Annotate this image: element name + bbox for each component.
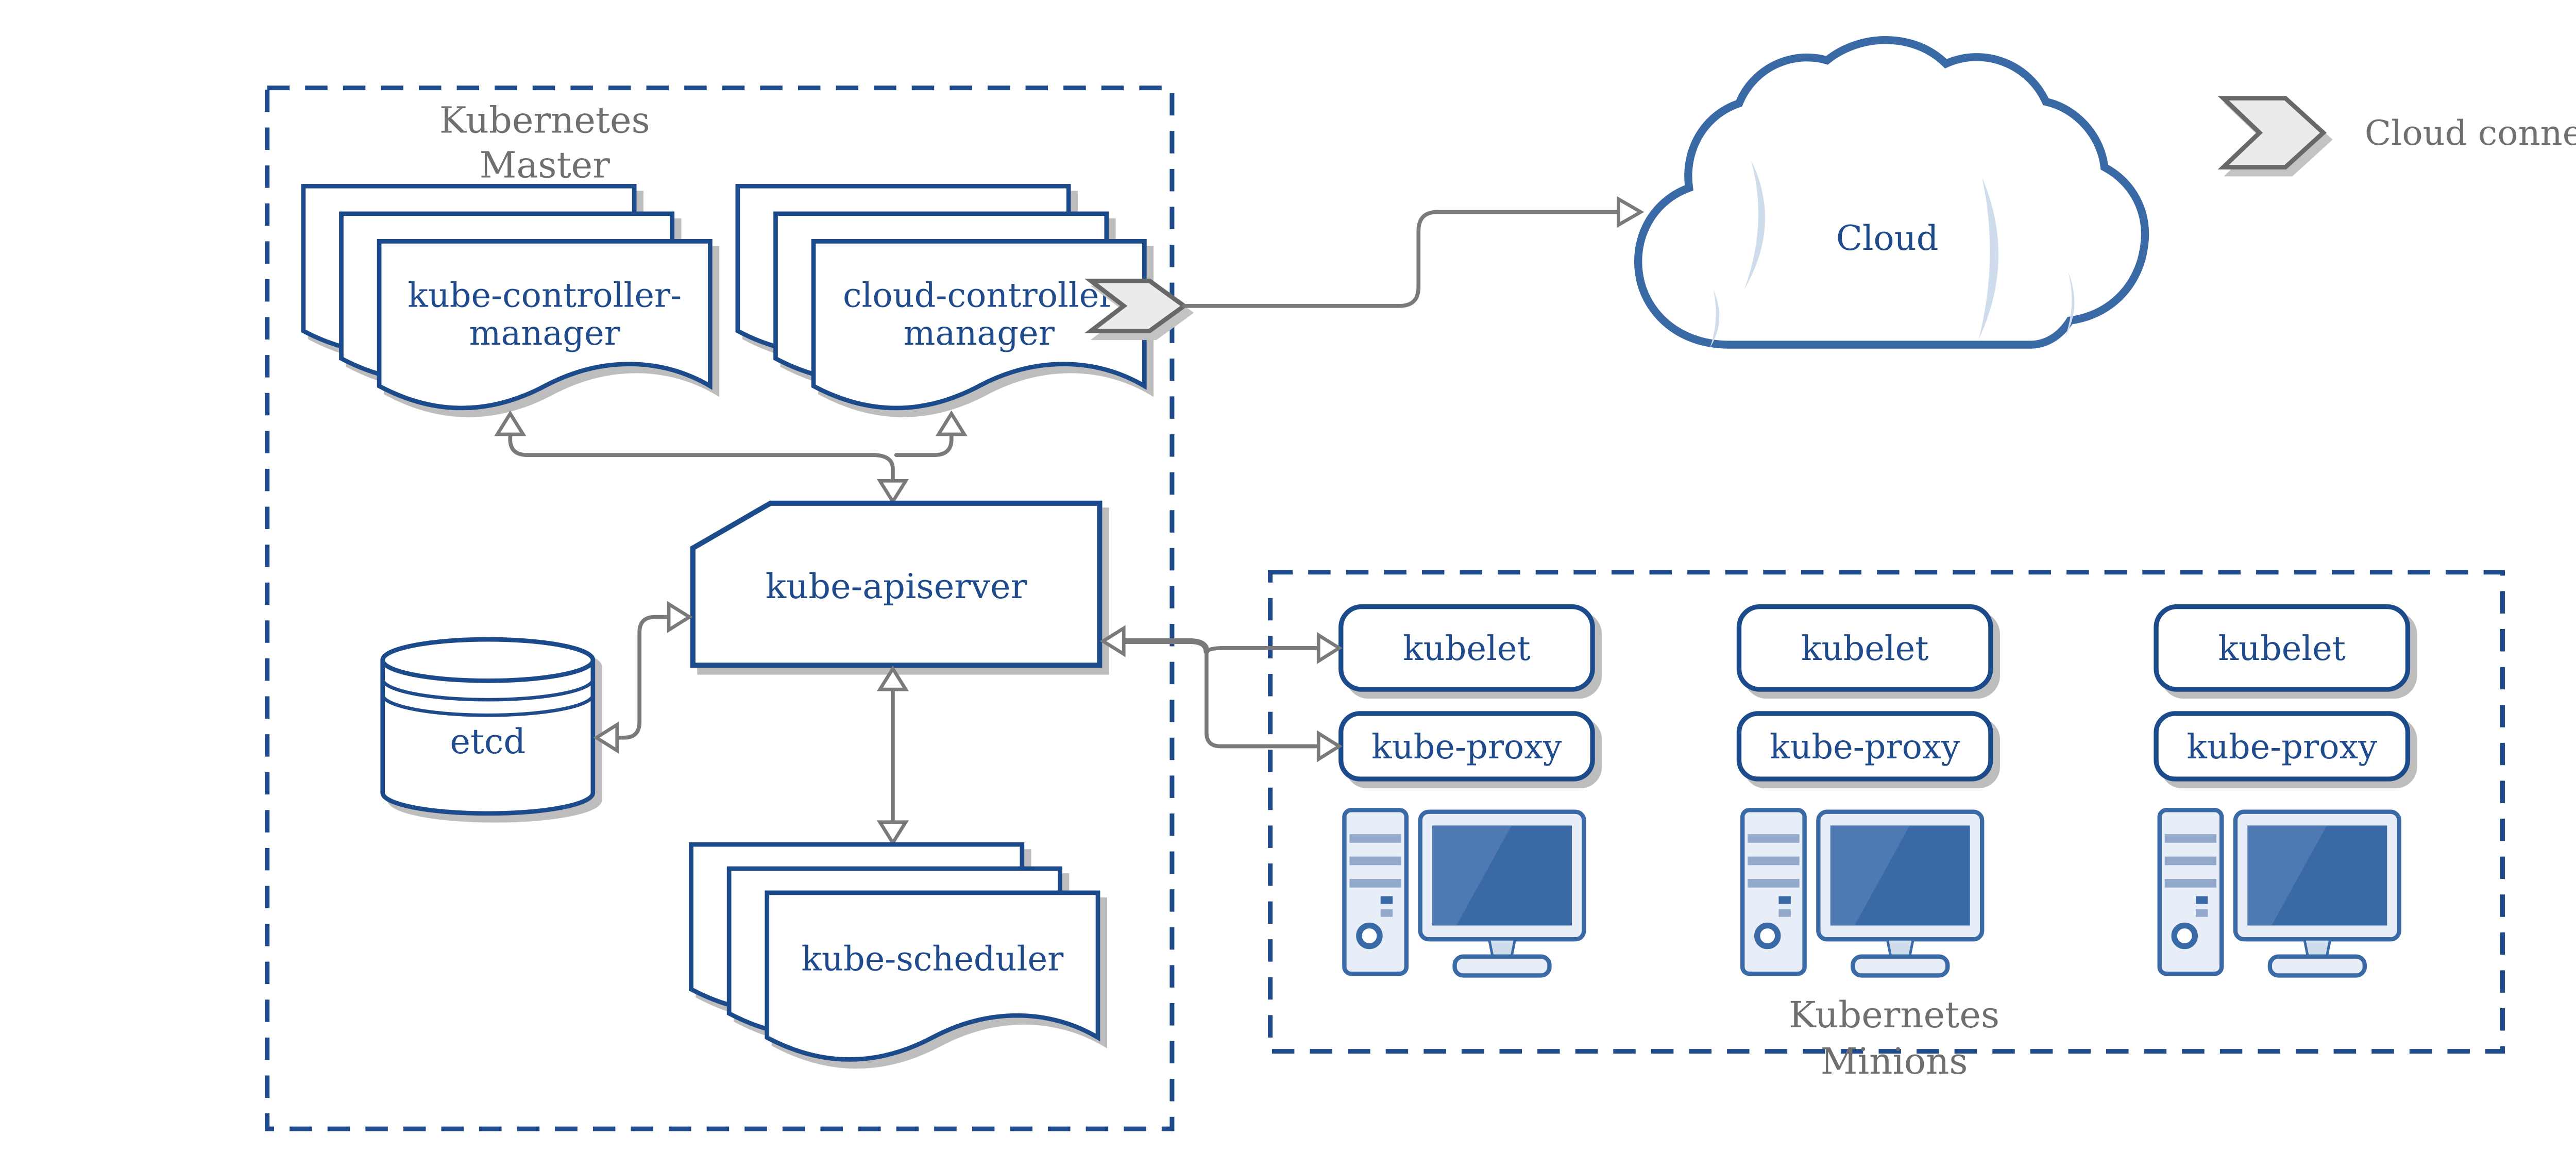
kubernetes-master-boundary: [265, 86, 1175, 1131]
arrowhead-up-cloud-controller: [935, 410, 968, 436]
kube-scheduler-stack: kube-scheduler: [691, 844, 1098, 1059]
arrow-apiserver-to-minion: [1099, 625, 1343, 762]
arrowhead-into-cloud: [1616, 196, 1645, 228]
etcd-ring: [381, 679, 595, 702]
arrow-cloud-connector-to-cloud: [1182, 196, 1645, 308]
kubernetes-minions-boundary: [1268, 570, 2505, 1054]
cloud-connector-legend-icon: [2217, 96, 2327, 169]
kubernetes-minions-label-line2: Minions: [1821, 1040, 1968, 1082]
cloud-connector-icon: [1084, 278, 1188, 333]
etcd-label: etcd: [450, 721, 526, 761]
arrowhead-down-scheduler: [876, 820, 909, 846]
arrow-apiserver-scheduler: [876, 665, 909, 846]
arrow-apiserver-etcd: [593, 601, 693, 754]
arrowhead-up-apiserver-bottom: [876, 665, 909, 691]
kube-controller-manager-label-line2: manager: [469, 314, 621, 353]
cloud-crescent: [1978, 177, 1999, 340]
kubelet-box: [2154, 604, 2411, 692]
cloud-group: Cloud: [1634, 36, 2149, 349]
kube-proxy-label: kube-proxy: [1770, 727, 1960, 767]
arrowhead-into-apiserver-left: [667, 601, 693, 633]
cloud-label: Cloud: [1836, 218, 1939, 258]
legend-cloud-connector: Cloud connector: [2217, 96, 2576, 169]
kubernetes-master-group: Kubernetes Master kube-controller- manag…: [265, 86, 1175, 1131]
arrowhead-into-apiserver-right: [1099, 625, 1126, 657]
kube-controller-manager-label-line1: kube-controller-: [408, 276, 682, 315]
cloud-controller-manager-label-line1: cloud-controller: [843, 276, 1115, 315]
computer-icon: [1742, 810, 1982, 975]
arrowhead-into-kube-proxy: [1316, 730, 1343, 762]
cloud-controller-manager-stack: cloud-controller manager: [738, 186, 1144, 408]
computer-icon: [2160, 810, 2399, 975]
cloud-crescent: [1744, 160, 1766, 290]
etcd-group: etcd: [380, 637, 596, 816]
kube-apiserver-shape: [690, 500, 1103, 668]
kubernetes-master-label-line1: Kubernetes: [439, 99, 650, 142]
minion-node: kubelet kube-proxy: [1736, 604, 1993, 976]
kube-apiserver-group: kube-apiserver: [690, 500, 1103, 668]
arrowhead-down-apiserver: [876, 479, 909, 505]
kube-proxy-box: [2154, 711, 2411, 782]
cloud-crescent: [2064, 272, 2075, 338]
arrowhead-up-kube-controller: [494, 410, 527, 436]
kubelet-label: kubelet: [1801, 629, 1929, 668]
arrow-managers-to-apiserver: [494, 410, 968, 505]
kube-proxy-label: kube-proxy: [2187, 727, 2377, 767]
cloud-controller-manager-label-line2: manager: [904, 314, 1055, 353]
minion-node: kubelet kube-proxy: [1338, 604, 1595, 976]
kubelet-label: kubelet: [1403, 629, 1531, 668]
kube-scheduler-label: kube-scheduler: [801, 939, 1064, 978]
cloud-crescent: [1709, 290, 1720, 348]
kubernetes-minions-label-line1: Kubernetes: [1789, 994, 1999, 1036]
etcd-ring: [381, 694, 595, 717]
minion-node: kubelet kube-proxy: [2154, 604, 2411, 976]
kubernetes-minions-group: kubelet kube-proxy kubelet kube-proxy ku…: [1268, 570, 2505, 1082]
computer-icon: [1344, 810, 1584, 975]
cloud-shape: [1634, 36, 2149, 349]
arrowhead-into-etcd: [593, 721, 619, 754]
kube-proxy-box: [1736, 711, 1993, 782]
kube-apiserver-label: kube-apiserver: [766, 566, 1027, 606]
kube-proxy-label: kube-proxy: [1371, 727, 1562, 767]
etcd-cylinder-top: [380, 637, 596, 683]
kube-controller-manager-stack: kube-controller- manager: [303, 186, 710, 408]
cloud-connector-legend-label: Cloud connector: [2365, 113, 2576, 153]
arrowhead-into-kubelet: [1316, 632, 1343, 664]
kubelet-label: kubelet: [2218, 629, 2346, 668]
kubernetes-master-label-line2: Master: [480, 144, 611, 186]
kubelet-box: [1736, 604, 1993, 692]
